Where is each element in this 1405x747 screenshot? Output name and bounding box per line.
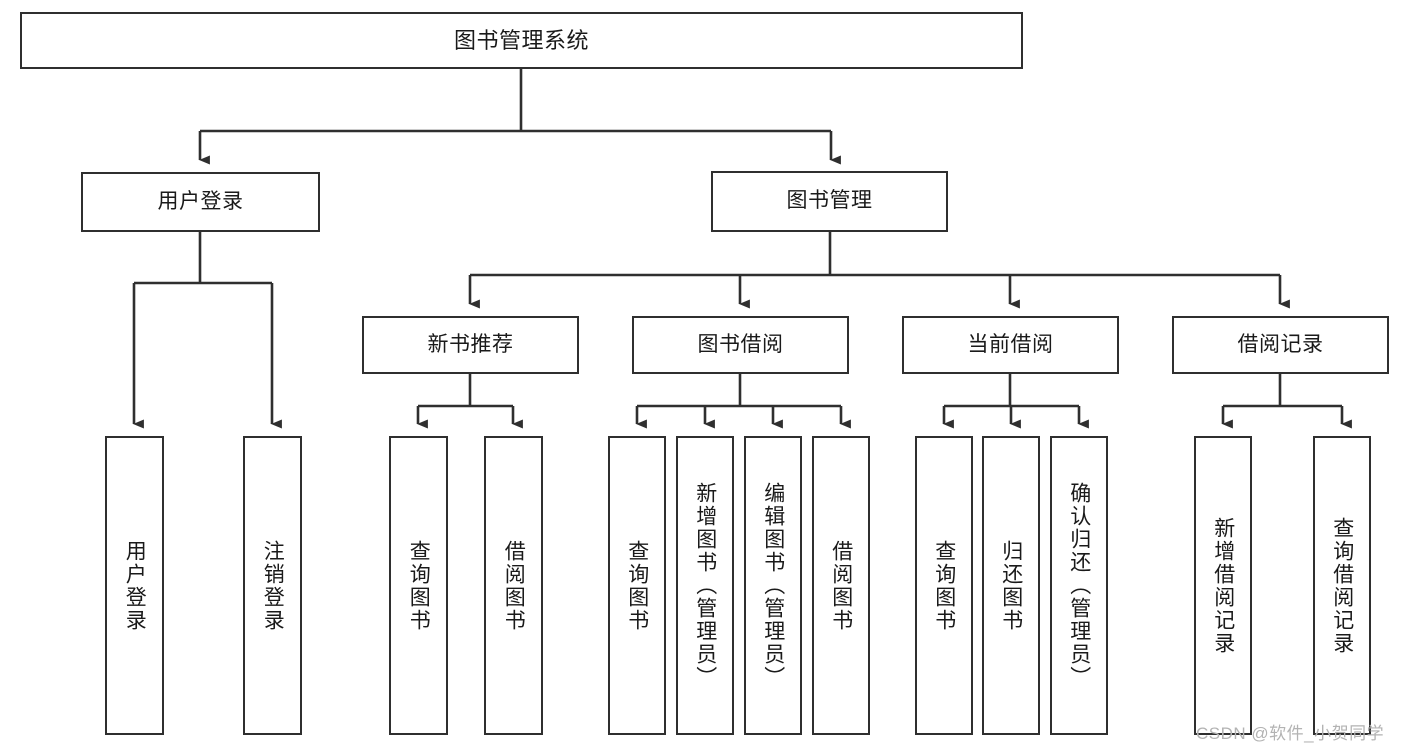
leaf-edit-book-admin[interactable]: 编辑图书（管理员） [744,436,802,735]
node-label: 图书借阅 [697,332,784,356]
leaf-logout[interactable]: 注销登录 [243,436,302,735]
leaf-label: 归还图书 [999,539,1023,632]
node-current-borrow[interactable]: 当前借阅 [902,316,1119,374]
leaf-label: 新增借阅记录 [1211,516,1235,655]
node-root-system[interactable]: 图书管理系统 [20,12,1023,69]
leaf-return-book[interactable]: 归还图书 [982,436,1040,735]
leaf-label: 查询借阅记录 [1330,516,1354,655]
leaf-label: 查询图书 [932,539,956,632]
node-label: 图书管理 [786,189,873,213]
leaf-label: 查询图书 [625,539,649,632]
node-borrow-record[interactable]: 借阅记录 [1172,316,1389,374]
node-book-borrow[interactable]: 图书借阅 [632,316,849,374]
leaf-query-borrow-record[interactable]: 查询借阅记录 [1313,436,1371,735]
leaf-label: 注销登录 [261,539,285,632]
leaf-label: 编辑图书（管理员） [761,482,785,689]
leaf-query-book-current[interactable]: 查询图书 [915,436,973,735]
node-label: 当前借阅 [967,332,1054,356]
leaf-label: 新增图书（管理员） [693,482,717,689]
leaf-add-borrow-record[interactable]: 新增借阅记录 [1194,436,1252,735]
node-book-management[interactable]: 图书管理 [711,171,948,232]
node-label: 新书推荐 [427,332,514,356]
node-new-book-recommend[interactable]: 新书推荐 [362,316,579,374]
leaf-label: 查询图书 [407,539,431,632]
leaf-label: 确认归还（管理员） [1067,482,1091,689]
leaf-query-book-recommend[interactable]: 查询图书 [389,436,448,735]
leaf-query-book-borrow[interactable]: 查询图书 [608,436,666,735]
node-label: 用户登录 [157,189,244,213]
leaf-user-login[interactable]: 用户登录 [105,436,164,735]
watermark-text: CSDN @软件_小贺同学 [1196,724,1385,743]
leaf-label: 借阅图书 [829,539,853,632]
node-label: 借阅记录 [1237,332,1324,356]
leaf-borrow-book[interactable]: 借阅图书 [812,436,870,735]
leaf-confirm-return-admin[interactable]: 确认归还（管理员） [1050,436,1108,735]
leaf-label: 用户登录 [123,539,147,632]
node-label: 图书管理系统 [453,27,589,53]
leaf-borrow-book-recommend[interactable]: 借阅图书 [484,436,543,735]
leaf-label: 借阅图书 [502,539,526,632]
node-user-login[interactable]: 用户登录 [81,172,320,232]
leaf-add-book-admin[interactable]: 新增图书（管理员） [676,436,734,735]
